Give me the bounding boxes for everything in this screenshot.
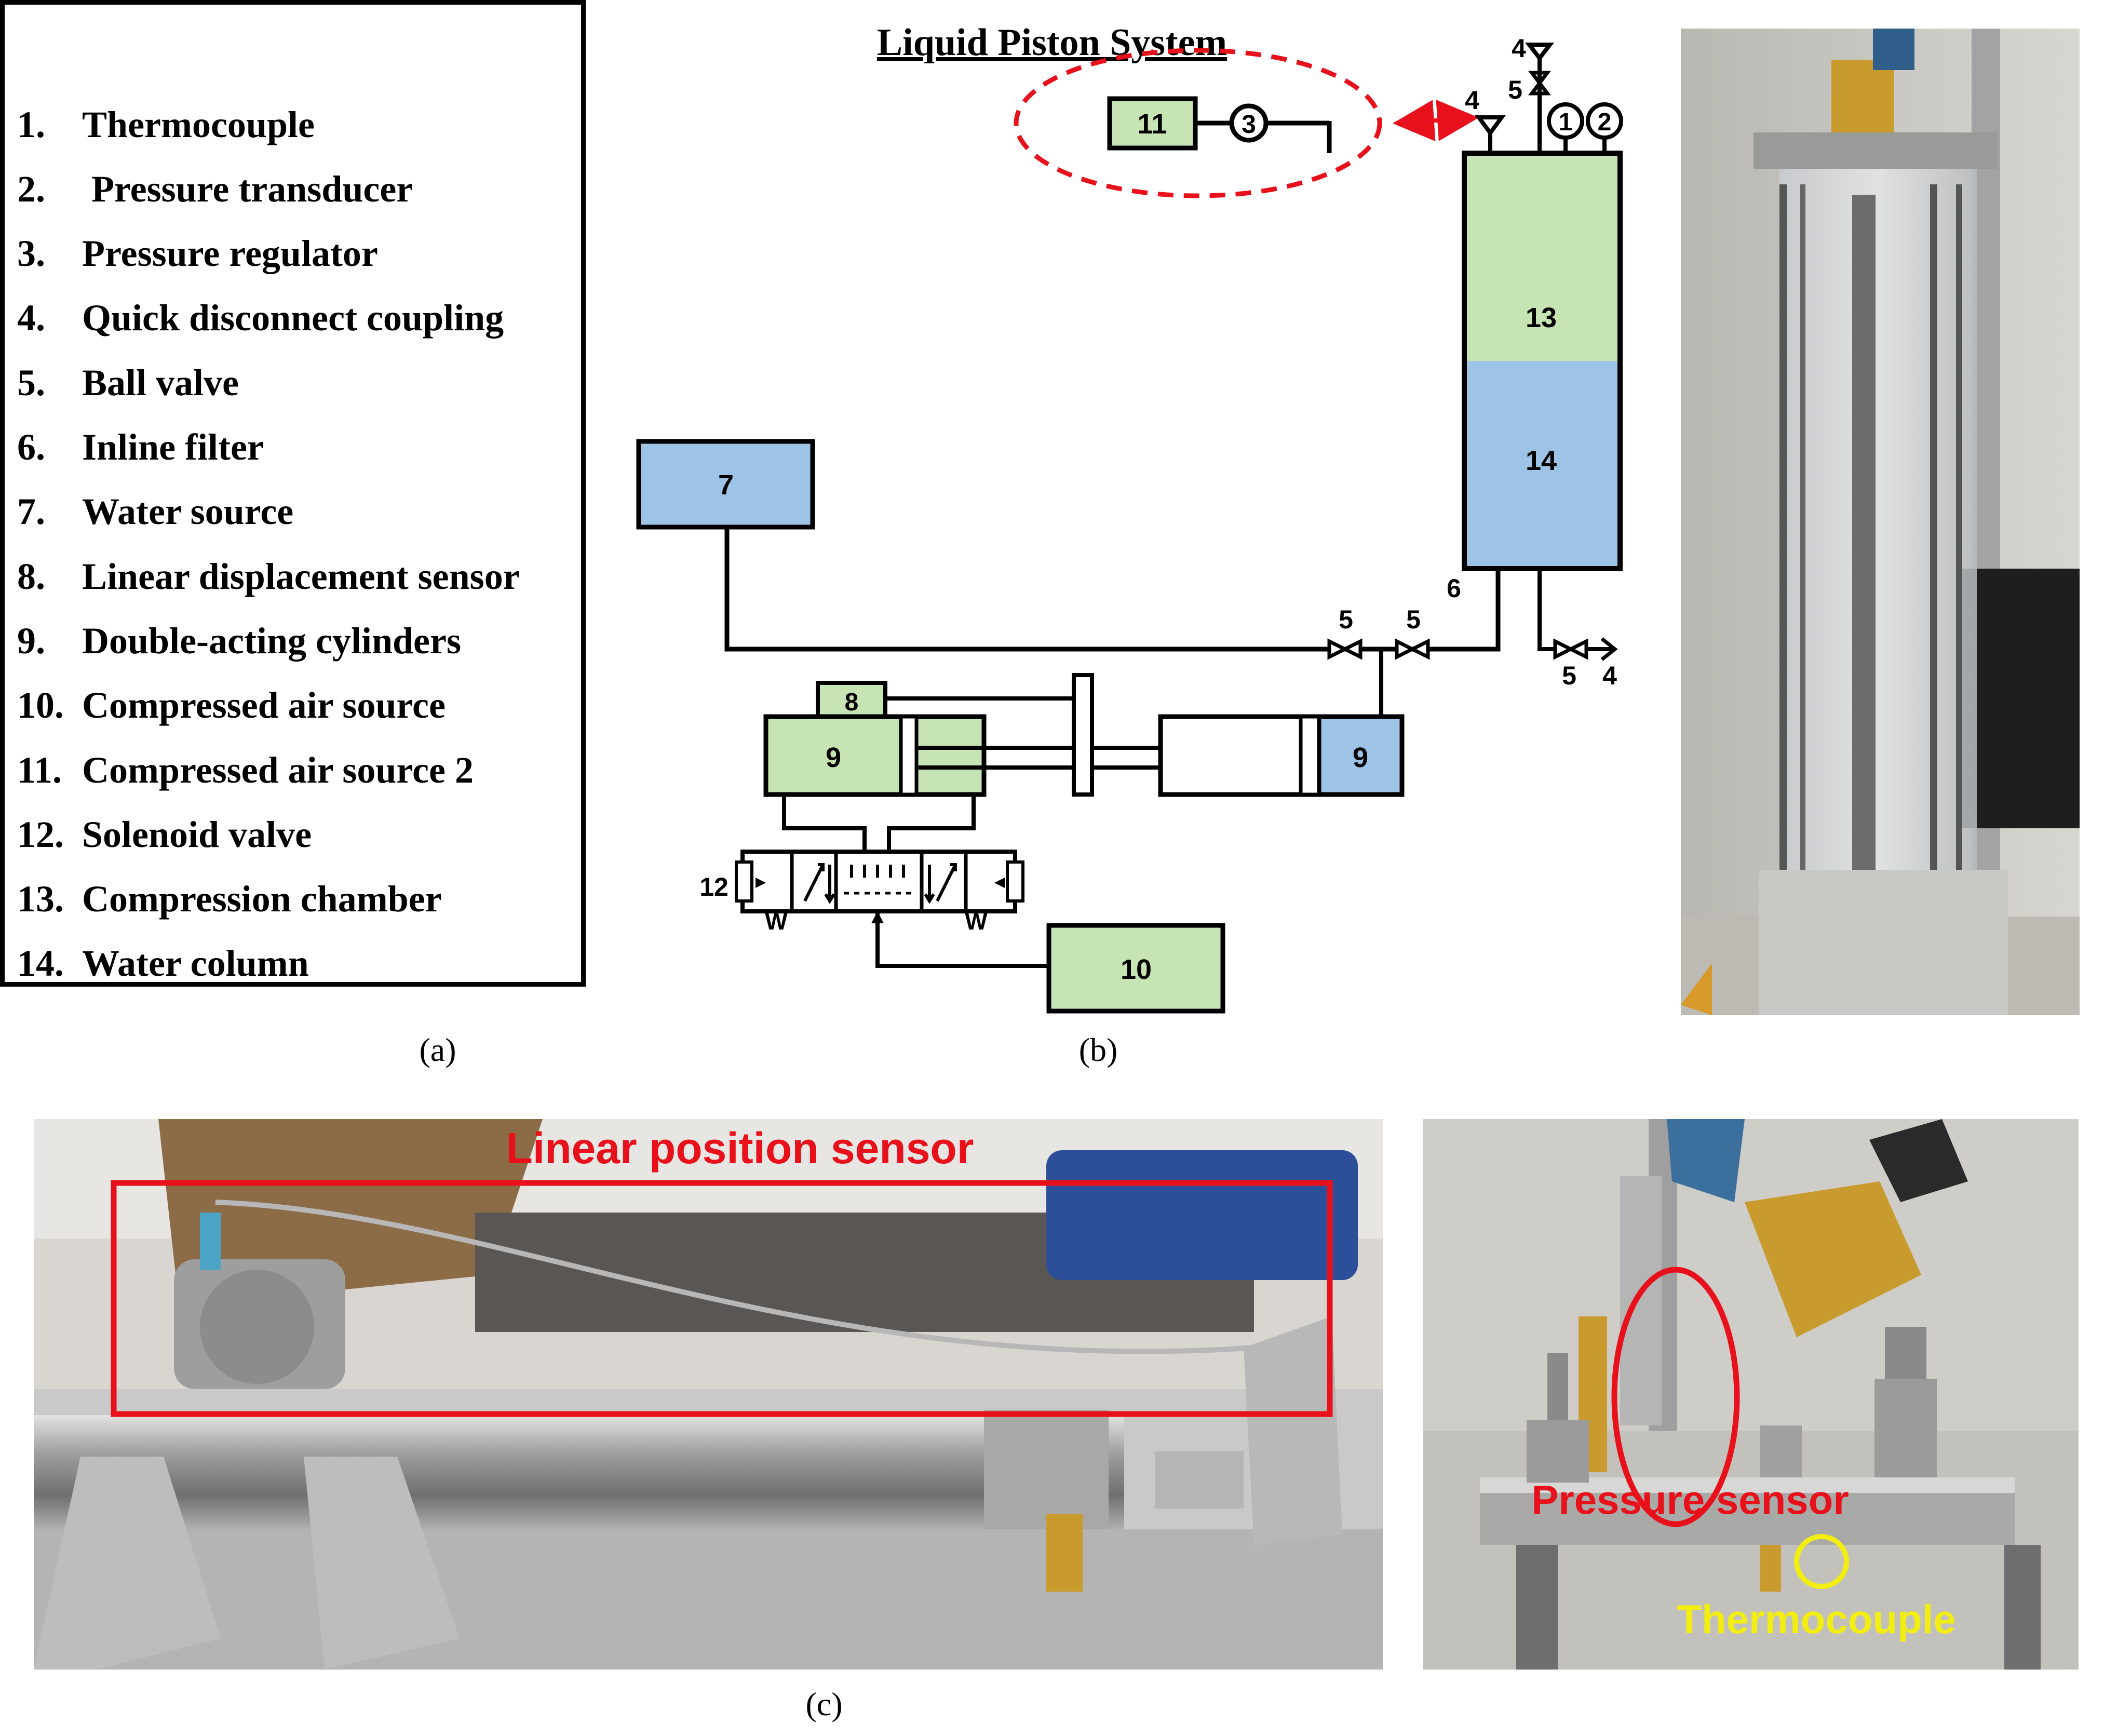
label-w-right: W xyxy=(965,908,988,935)
legend-item-number: 2. xyxy=(17,168,45,210)
legend-panel: Liquid Piston System 1. Thermocouple 2. Pr… xyxy=(0,0,1227,987)
quick-coupling-symbol-side xyxy=(1475,115,1506,137)
connection-arrow xyxy=(1393,99,1479,142)
legend-item: 5. Ball valve xyxy=(17,354,239,411)
caption-a: (a) xyxy=(419,1031,456,1068)
legend-item-label: Thermocouple xyxy=(82,103,315,145)
legend-item: 8. Linear displacement sensor xyxy=(17,548,520,605)
label-4-side: 4 xyxy=(1465,86,1479,115)
legend-item: 4. Quick disconnect coupling xyxy=(17,290,504,347)
ball-valve-symbol-b xyxy=(1395,638,1430,660)
box-11 xyxy=(1107,96,1198,151)
box-10 xyxy=(1046,923,1225,1014)
ball-valve-symbol-out xyxy=(1553,638,1588,660)
legend-item-number: 7. xyxy=(17,491,45,533)
legend-item-number: 3. xyxy=(17,233,45,275)
legend-title: Liquid Piston System xyxy=(876,21,1228,64)
label-5-top: 5 xyxy=(1508,75,1522,104)
label-12: 12 xyxy=(699,872,729,901)
legend-item: 14. Water column xyxy=(17,935,309,992)
linear-sensor-label: Linear position sensor xyxy=(506,1124,974,1173)
legend-item: 6. Inline filter xyxy=(17,419,264,476)
box-9-right xyxy=(1316,714,1405,797)
box-11-label: 11 xyxy=(1137,109,1167,140)
legend-item-number: 6. xyxy=(17,426,45,468)
gauge-1-label: 1 xyxy=(1559,109,1573,136)
air-source-2-group-outline xyxy=(1014,48,1382,198)
label-4-out: 4 xyxy=(1602,661,1617,690)
legend-item-number: 9. xyxy=(17,620,45,662)
label-5-b: 5 xyxy=(1406,605,1421,634)
sensor-closeup-photo: Pressure sensor Thermocouple xyxy=(1423,1119,2079,1670)
solenoid-valve-symbol xyxy=(735,850,1024,913)
legend-item: 3. Pressure regulator xyxy=(17,225,378,282)
legend-item-label: Compressed air source 2 xyxy=(82,749,474,791)
thermocouple-symbol xyxy=(1547,102,1584,140)
legend-item: 7. Water source xyxy=(17,483,293,541)
legend-item-label: Water source xyxy=(82,491,294,533)
pressure-sensor-highlight xyxy=(1611,1267,1740,1527)
box-7-label: 7 xyxy=(718,469,734,501)
legend-item-label: Pressure regulator xyxy=(82,233,378,275)
box-7 xyxy=(636,439,815,530)
quick-coupling-symbol-top xyxy=(1525,43,1555,62)
label-5-a: 5 xyxy=(1339,605,1353,634)
legend-item-number: 14. xyxy=(17,943,64,985)
ball-valve-symbol-top xyxy=(1528,71,1551,96)
legend-item-label: Linear displacement sensor xyxy=(82,555,520,597)
label-6: 6 xyxy=(1447,574,1461,603)
legend-item-number: 5. xyxy=(17,361,45,403)
legend-item-number: 11. xyxy=(17,749,62,791)
linear-sensor-highlight-box xyxy=(111,1180,1333,1417)
legend-item: 13. Compression chamber xyxy=(17,871,442,928)
pressure-transducer-symbol xyxy=(1586,102,1623,140)
legend-item-number: 12. xyxy=(17,813,64,855)
legend-item: 1. Thermocouple xyxy=(17,96,315,153)
legend-item-label: Water column xyxy=(82,943,309,985)
box-9-left-label: 9 xyxy=(826,742,841,773)
legend-item-label: Ball valve xyxy=(82,361,239,403)
label-5-out: 5 xyxy=(1562,661,1576,690)
legend-item-label: Inline filter xyxy=(82,426,264,468)
legend-item-number: 1. xyxy=(17,103,45,145)
box-9-left xyxy=(763,714,987,797)
compression-chamber xyxy=(1464,153,1620,361)
legend-item-label: Double-acting cylinders xyxy=(82,620,461,662)
legend-item-label: Compressed air source xyxy=(82,684,446,726)
legend-item-label: Pressure transducer xyxy=(82,168,413,210)
legend-item-number: 10. xyxy=(17,684,64,726)
legend-item-number: 13. xyxy=(17,878,64,920)
thermocouple-highlight xyxy=(1794,1534,1849,1589)
caption-c: (c) xyxy=(805,1686,843,1722)
caption-b: (b) xyxy=(1078,1031,1118,1068)
regulator-label: 3 xyxy=(1242,110,1256,139)
thermocouple-label: Thermocouple xyxy=(1677,1596,1955,1642)
chamber-label-14: 14 xyxy=(1526,445,1557,476)
legend-item: 9. Double-acting cylinders xyxy=(17,612,461,669)
box-8-label: 8 xyxy=(845,689,859,716)
label-w-left: W xyxy=(765,908,788,935)
legend-item-label: Quick disconnect coupling xyxy=(82,297,504,339)
label-4-top: 4 xyxy=(1512,34,1526,63)
chamber-label-13: 13 xyxy=(1526,302,1557,333)
coupling-plate xyxy=(1072,673,1094,797)
gauge-2-label: 2 xyxy=(1598,109,1612,136)
ball-valve-symbol-a xyxy=(1327,638,1363,660)
linear-sensor-photo: Linear position sensor xyxy=(34,1119,1383,1670)
legend-item: 10. Compressed air source xyxy=(17,677,446,734)
legend-item: 12. Solenoid valve xyxy=(17,806,312,863)
pressure-sensor-label: Pressure sensor xyxy=(1531,1477,1849,1523)
legend-item-label: Compression chamber xyxy=(82,878,442,920)
legend-item-number: 4. xyxy=(17,297,45,339)
legend-item: 11. Compressed air source 2 xyxy=(17,742,474,799)
quick-coupling-symbol-out xyxy=(1600,637,1618,661)
legend-item-number: 8. xyxy=(17,555,45,597)
water-column xyxy=(1464,361,1620,569)
legend-item-label: Solenoid valve xyxy=(82,813,312,855)
box-9-right-label: 9 xyxy=(1353,742,1368,773)
legend-item: 2. Pressure transducer xyxy=(17,160,413,218)
apparatus-photo xyxy=(1681,29,2080,1015)
box-10-label: 10 xyxy=(1121,954,1152,985)
